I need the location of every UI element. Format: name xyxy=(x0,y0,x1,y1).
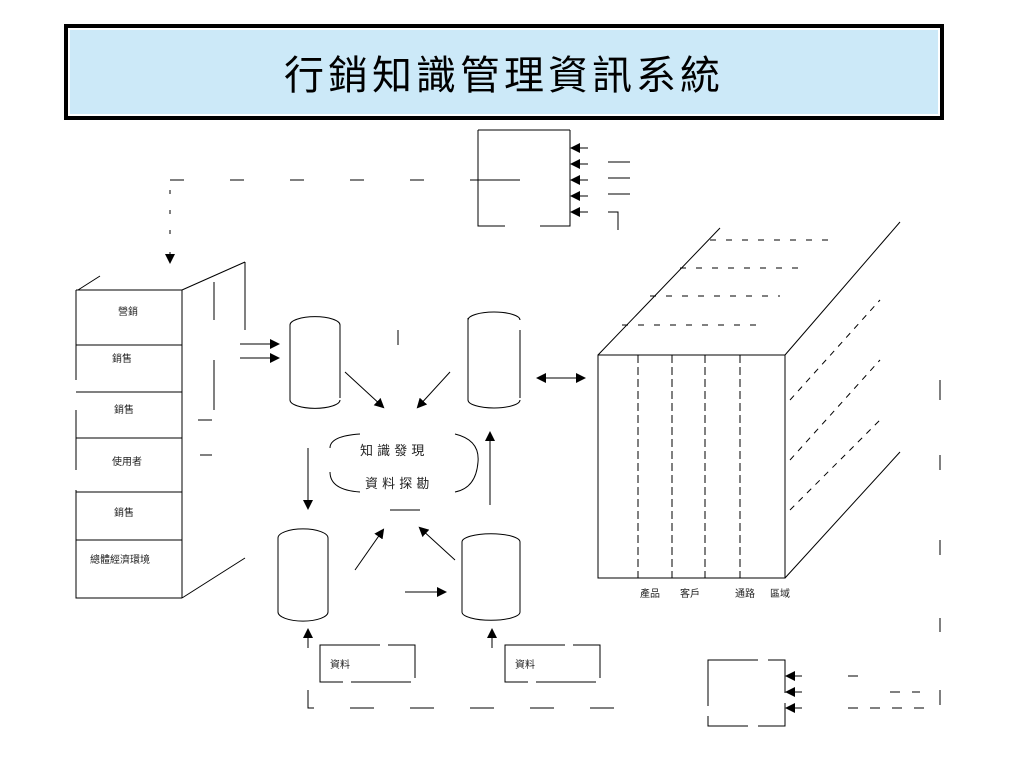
bottom-box-label: 資料 xyxy=(515,658,535,671)
left-stack-label: 銷售 xyxy=(114,403,134,416)
knowledge-base-cylinder xyxy=(467,311,521,409)
oval-label-line1: 知 識 發 現 xyxy=(360,443,424,459)
data-cube xyxy=(597,221,941,705)
bottom-data-boxes xyxy=(307,644,640,709)
page-title: 行銷知識管理資訊系統 xyxy=(284,53,724,99)
cube-axis-label: 區域 xyxy=(770,587,790,600)
left-data-stack xyxy=(75,261,246,599)
left-to-warehouse-arrows xyxy=(240,339,280,363)
knowledge-discovery-oval xyxy=(329,433,479,511)
cube-axis-label: 產品 xyxy=(640,587,660,600)
bottom-box-label: 資料 xyxy=(330,658,350,671)
left-stack-label: 營銷 xyxy=(118,305,138,318)
center-arrows xyxy=(303,330,586,648)
left-stack-label: 總體經濟環境 xyxy=(90,553,150,566)
bottom-left-cylinder xyxy=(277,528,329,622)
top-source-box xyxy=(470,129,630,230)
left-stack-label: 銷售 xyxy=(114,506,134,519)
title-frame: 行銷知識管理資訊系統 xyxy=(64,24,944,120)
top-connector xyxy=(165,179,470,264)
cube-axis-label: 客戶 xyxy=(680,587,700,600)
oval-label-line2: 資 料 探 勘 xyxy=(365,477,429,492)
cube-axis-label: 通路 xyxy=(735,587,755,600)
left-stack-label: 銷售 xyxy=(112,352,132,365)
left-stack-label: 使用者 xyxy=(112,455,142,468)
data-warehouse-cylinder xyxy=(289,316,341,409)
bottom-source-box xyxy=(707,659,935,727)
bottom-right-cylinder xyxy=(461,533,521,621)
title-box: 行銷知識管理資訊系統 xyxy=(68,28,940,116)
